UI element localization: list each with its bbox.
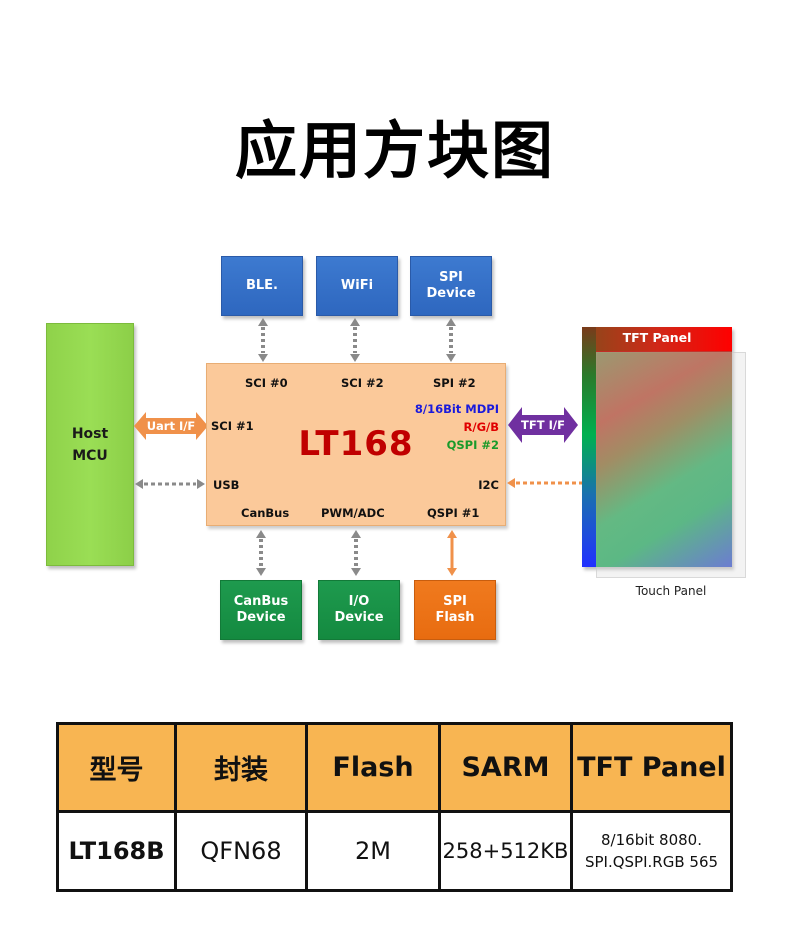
header-sram: SARM bbox=[438, 722, 573, 813]
wifi-link-arrow bbox=[350, 318, 360, 362]
port-mdpi: 8/16Bit MDPI bbox=[414, 402, 499, 416]
touch-panel-label: Touch Panel bbox=[635, 584, 707, 598]
spi-device-box: SPI Device bbox=[410, 256, 492, 316]
port-usb: USB bbox=[213, 478, 240, 492]
port-qspi1: QSPI #1 bbox=[427, 506, 480, 520]
port-rgb: R/G/B bbox=[463, 420, 499, 434]
canbus-device-box: CanBus Device bbox=[220, 580, 302, 640]
port-sci0: SCI #0 bbox=[245, 376, 288, 390]
i2c-link-arrow bbox=[507, 478, 591, 488]
cell-model: LT168B bbox=[56, 810, 177, 892]
header-model: 型号 bbox=[56, 722, 177, 813]
port-qspi2: QSPI #2 bbox=[446, 438, 499, 452]
uart-interface-label: Uart I/F bbox=[146, 419, 196, 433]
canbus-link-arrow bbox=[256, 530, 266, 576]
table-header-row: 型号 封装 Flash SARM TFT Panel bbox=[56, 722, 733, 813]
header-flash: Flash bbox=[305, 722, 441, 813]
port-canbus: CanBus bbox=[241, 506, 290, 520]
port-sci1: SCI #1 bbox=[211, 419, 254, 433]
tft-interface-arrow: TFT I/F bbox=[508, 405, 578, 445]
tft-interface-label: TFT I/F bbox=[521, 418, 565, 432]
lt168-chip-box: SCI #0 SCI #2 SPI #2 SCI #1 8/16Bit MDPI… bbox=[206, 363, 506, 526]
tft-panel-edge bbox=[582, 327, 596, 567]
ble-device-box: BLE. bbox=[221, 256, 303, 316]
spec-table: 型号 封装 Flash SARM TFT Panel LT168B QFN68 … bbox=[56, 722, 733, 892]
cell-tft-panel: 8/16bit 8080. SPI.QSPI.RGB 565 bbox=[570, 810, 733, 892]
spi-device-link-arrow bbox=[446, 318, 456, 362]
tft-panel-header bbox=[582, 327, 732, 351]
spi-flash-box: SPI Flash bbox=[414, 580, 496, 640]
host-mcu-box: Host MCU bbox=[46, 323, 134, 566]
double-arrow-icon bbox=[134, 412, 208, 440]
touch-panel-overlay bbox=[596, 352, 732, 567]
port-sci2: SCI #2 bbox=[341, 376, 384, 390]
wifi-device-box: WiFi bbox=[316, 256, 398, 316]
uart-interface-arrow: Uart I/F bbox=[134, 410, 208, 442]
port-spi2: SPI #2 bbox=[433, 376, 476, 390]
io-device-box: I/O Device bbox=[318, 580, 400, 640]
usb-link-arrow bbox=[135, 479, 205, 489]
table-row: LT168B QFN68 2M 258+512KB 8/16bit 8080. … bbox=[56, 810, 733, 892]
cell-package: QFN68 bbox=[174, 810, 308, 892]
header-package: 封装 bbox=[174, 722, 308, 813]
page-title: 应用方块图 bbox=[234, 114, 555, 187]
chip-name: LT168 bbox=[298, 424, 414, 464]
io-link-arrow bbox=[351, 530, 361, 576]
spi-flash-link-arrow bbox=[447, 530, 457, 576]
cell-sram: 258+512KB bbox=[438, 810, 573, 892]
header-tft-panel: TFT Panel bbox=[570, 722, 733, 813]
port-i2c: I2C bbox=[478, 478, 499, 492]
ble-link-arrow bbox=[258, 318, 268, 362]
double-arrow-icon bbox=[508, 407, 578, 443]
cell-flash: 2M bbox=[305, 810, 441, 892]
tft-panel-label: TFT Panel bbox=[622, 330, 692, 345]
port-pwm-adc: PWM/ADC bbox=[321, 506, 385, 520]
